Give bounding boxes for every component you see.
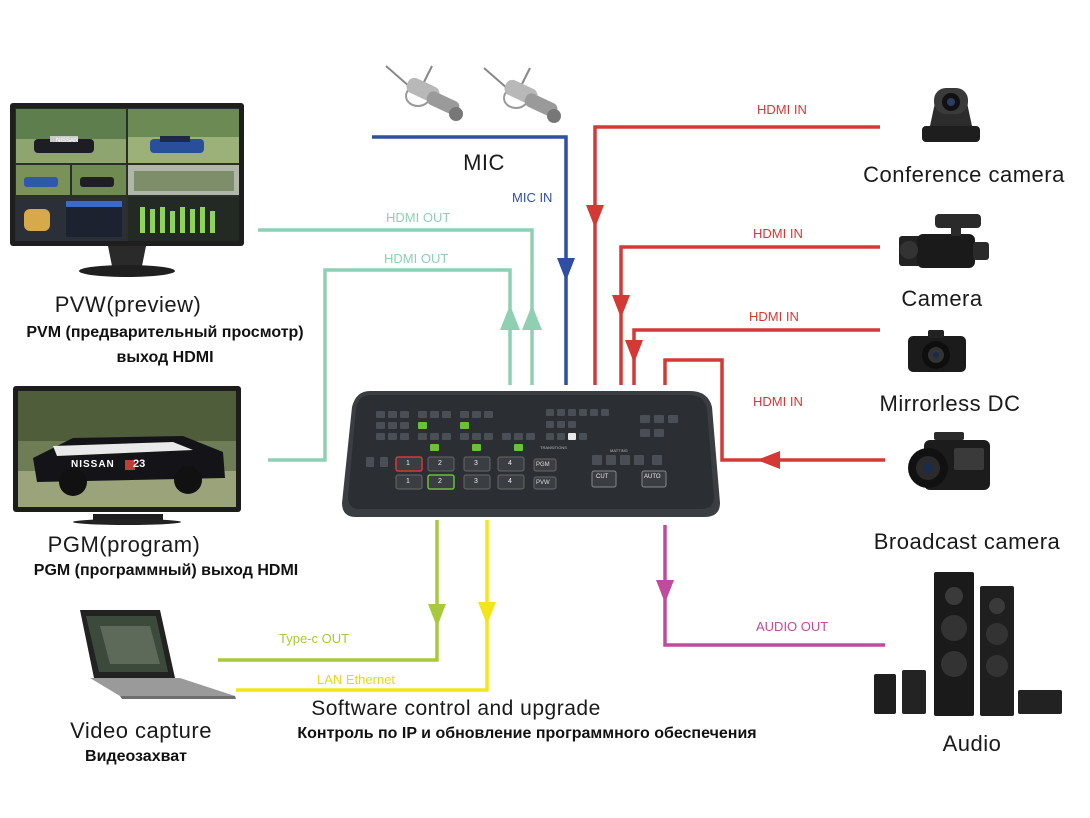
audio-title: Audio (942, 731, 1002, 756)
switcher-matting-label: MATTING (610, 448, 628, 453)
microphones (378, 56, 578, 136)
wire-audio-out (663, 525, 885, 647)
mirrorless-camera-icon (908, 330, 966, 372)
pgm-source-2-button[interactable]: 2 (438, 460, 442, 467)
arrow-pgm-out (522, 305, 542, 330)
type-c-out-label: Type-c OUT (279, 631, 350, 646)
wire-conference-camera (593, 125, 880, 385)
wire-mic (372, 135, 568, 385)
arrow-mic (557, 258, 575, 281)
laptop-icon (80, 610, 236, 699)
pgm-source-3-button[interactable]: 3 (474, 460, 478, 467)
pvw-source-1-button[interactable]: 1 (406, 478, 410, 485)
mirrorless-camera (906, 328, 970, 374)
arrow-lan (478, 602, 496, 625)
pgm-car-number: 23 (133, 458, 146, 470)
software-title: Software control and upgrade (311, 697, 601, 720)
hdmi-in-arrows (586, 205, 780, 469)
hdmi-in-3-label: HDMI IN (749, 309, 799, 324)
pgm-monitor: NISSAN 23 (13, 386, 241, 526)
mic-2-icon (483, 67, 561, 123)
hdmi-in-4-label: HDMI IN (753, 394, 803, 409)
lan-label: LAN Ethernet (317, 672, 396, 687)
video-capture-title: Video capture (70, 718, 212, 743)
mic-1-icon (385, 65, 463, 121)
audio-out-label: AUDIO OUT (756, 619, 829, 634)
pvw-source-4-button[interactable]: 4 (508, 478, 512, 485)
pvw-monitor: NISSAN (10, 103, 244, 278)
conference-camera-title: Conference camera (863, 162, 1065, 187)
pgm-title: PGM(program) (47, 532, 201, 557)
camera-title: Camera (901, 286, 983, 311)
pvw-car-text: NISSAN (56, 138, 79, 144)
wire-lan (236, 520, 489, 692)
hdmi-out-1-label: HDMI OUT (386, 210, 451, 225)
pvw-source-2-button[interactable]: 2 (438, 478, 442, 485)
video-switcher: PGM PVW TRANSITIONS MATTING CUT AUTO 1 2… (340, 385, 722, 525)
pgm-ru: PGM (программный) выход HDMI (33, 562, 299, 579)
arrow-pvw-out (500, 305, 520, 330)
wire-mirrorless (632, 328, 880, 385)
auto-button[interactable]: AUTO (644, 474, 661, 480)
pgm-source-1-button[interactable]: 1 (406, 460, 410, 467)
arrow-broadcast (757, 451, 780, 469)
speakers (870, 570, 1066, 720)
broadcast-camera-title: Broadcast camera (873, 529, 1061, 554)
switcher-pvw-label: PVW (536, 480, 550, 486)
mic-title: MIC (463, 150, 505, 175)
ptz-camera-icon (922, 88, 980, 142)
wire-pvw-out (258, 228, 534, 385)
pvw-title: PVW(preview) (54, 292, 202, 317)
speaker-system-icon (874, 572, 1062, 716)
software-ru: Контроль по IP и обновление программного… (297, 725, 757, 742)
camcorder-icon (899, 214, 989, 268)
hdmi-in-2-label: HDMI IN (753, 226, 803, 241)
camera (895, 208, 995, 280)
mic-in-label: MIC IN (512, 190, 553, 205)
cinema-camera-icon (908, 432, 990, 490)
conference-camera (914, 80, 986, 146)
wire-camera (619, 245, 880, 385)
laptop (80, 608, 240, 700)
switcher-transitions-label: TRANSITIONS (540, 445, 567, 450)
pgm-car-text: NISSAN (71, 459, 115, 470)
arrow-mirrorless (625, 340, 643, 363)
pvw-ru-line-2: выход HDMI (116, 349, 214, 366)
pvw-source-3-button[interactable]: 3 (474, 478, 478, 485)
video-capture-ru: Видеозахват (85, 748, 187, 765)
pvw-ru-line-1: PVM (предварительный просмотр) (26, 324, 304, 341)
hdmi-in-1-label: HDMI IN (757, 102, 807, 117)
cut-button[interactable]: CUT (596, 474, 609, 480)
mirrorless-title: Mirrorless DC (879, 391, 1021, 416)
broadcast-camera (904, 430, 994, 502)
arrow-audio-out (656, 580, 674, 603)
switcher-pgm-label: PGM (536, 462, 550, 468)
arrow-type-c (428, 604, 446, 627)
hdmi-out-2-label: HDMI OUT (384, 251, 449, 266)
pgm-source-4-button[interactable]: 4 (508, 460, 512, 467)
wire-type-c (218, 520, 439, 662)
arrow-camera (612, 295, 630, 318)
arrow-conference (586, 205, 604, 228)
hdmi-out-arrows (500, 305, 542, 330)
